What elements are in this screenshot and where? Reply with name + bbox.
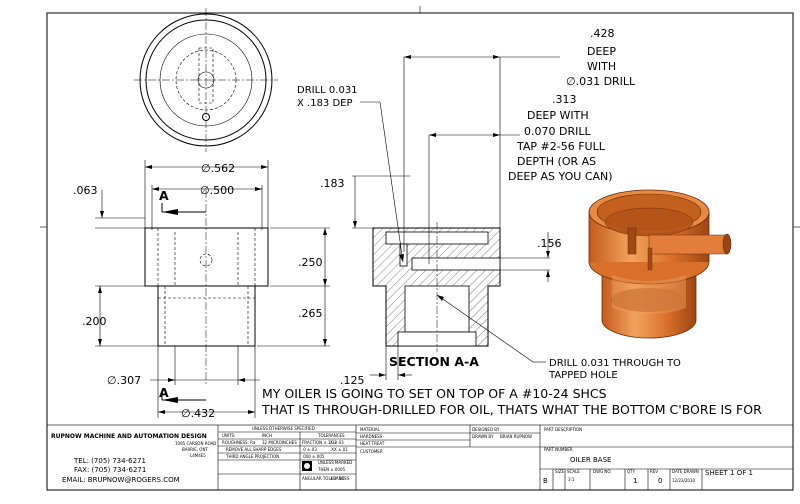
tb-drawnname: BRIAN RUPNOW — [500, 434, 532, 439]
dim-428-with: WITH — [587, 60, 616, 73]
tb-angular: ANGULAR TOLERANCES — [302, 476, 350, 481]
tb-tol-000: .000 ±.005 — [302, 454, 325, 459]
dim-313: .313 — [552, 93, 577, 106]
drill-through-note-2: TAPPED HOLE — [548, 370, 618, 381]
tb-tol-xx: .XX ±.01 — [330, 447, 348, 452]
section-view — [372, 222, 501, 352]
section-label-bottom: A — [159, 385, 169, 400]
drill-top-note-2: X .183 DEP — [297, 98, 353, 109]
tb-dwg-lbl: DWG NO. — [593, 469, 612, 474]
dim-dia-500: ∅.500 — [200, 184, 234, 197]
company-addr-2: BARRIE, ONT. — [182, 447, 209, 452]
tb-tol-0: .0 ±.03 — [302, 447, 317, 452]
dim-dia-562: ∅.562 — [201, 162, 235, 175]
section-arrows: A A — [159, 188, 206, 403]
tb-microinches: 32 MICROINCHES — [262, 440, 297, 445]
tb-date-lbl: DATE DRAWN — [672, 469, 699, 474]
company-addr-3: L4M4E5 — [190, 453, 206, 458]
tb-tol-x: X ±.03 — [330, 440, 344, 445]
tb-material: MATERIAL — [360, 427, 381, 432]
tb-partnumber: PART NUMBER — [544, 447, 573, 452]
company-addr-1: 1095 CARSON ROAD — [175, 441, 216, 446]
tb-roughness: ROUGHNESS: Ra — [222, 440, 256, 445]
tb-fraction: FRACTION ± 1/32 — [302, 440, 337, 445]
tb-rev: 0 — [658, 477, 662, 485]
company-fax: FAX: (705) 734-6271 — [74, 466, 146, 474]
tb-date: 12/23/2010 — [672, 478, 696, 483]
dim-265: .265 — [298, 307, 323, 320]
drill-top-note-1: DRILL 0.031 — [297, 85, 358, 96]
dim-200: .200 — [82, 315, 107, 328]
front-view — [144, 190, 269, 385]
dim-313-tap: TAP #2-56 FULL — [516, 140, 606, 153]
dim-dia-432: ∅.432 — [181, 407, 215, 420]
dim-313-deepwith: DEEP WITH — [527, 109, 589, 122]
dim-156: .156 — [537, 237, 562, 250]
dim-063: .063 — [73, 184, 98, 197]
tb-designed: DESIGNED BY — [472, 427, 500, 432]
dim-428-drill: ∅.031 DRILL — [566, 75, 636, 88]
tb-unless: UNLESS OTHERWISE SPECIFIED — [252, 426, 315, 431]
dim-313-drill: 0.070 DRILL — [524, 125, 591, 138]
company-name: RUPNOW MACHINE AND AUTOMATION DESIGN — [51, 433, 207, 440]
front-dimensions: ∅.562 ∅.500 .063 .200 .250 .265 ∅.3 — [73, 160, 330, 420]
top-view — [134, 8, 278, 152]
dim-183: .183 — [320, 177, 345, 190]
dim-428: .428 — [590, 27, 615, 40]
company-tel: TEL: (705) 734-6271 — [73, 457, 146, 465]
tb-qty-lbl: QTY — [627, 469, 636, 474]
tb-scale-lbl: SCALE — [567, 469, 580, 474]
tb-size-lbl: SIZE — [555, 469, 564, 474]
tb-unlessmarked: UNLESS MARKED — [318, 460, 352, 465]
tb-then: THEN ±.0005 — [317, 467, 346, 472]
tb-remove: REMOVE ALL SHARP EDGES — [226, 447, 282, 452]
section-dimensions: .428 DEEP WITH ∅.031 DRILL .313 DEEP WIT… — [297, 27, 681, 387]
tb-drawnby: DRAWN BY — [472, 434, 494, 439]
isometric-part-image — [588, 189, 732, 339]
tb-thirdangle: THIRD ANGLE PROJECTION — [225, 454, 279, 459]
dim-428-deep: DEEP — [587, 45, 616, 58]
dim-125: .125 — [340, 374, 365, 387]
tb-sheet: SHEET 1 OF 1 — [705, 469, 753, 477]
dim-250: .250 — [298, 256, 323, 269]
tb-inch: INCH — [262, 433, 272, 438]
tb-angular-val: ±0° 30' — [330, 476, 345, 481]
note-line-2: THAT IS THROUGH-DRILLED FOR OIL, THATS W… — [261, 402, 762, 417]
note-line-1: MY OILER IS GOING TO SET ON TOP OF A #10… — [262, 386, 607, 401]
dim-313-depth: DEPTH (OR AS — [517, 155, 596, 168]
title-block: RUPNOW MACHINE AND AUTOMATION DESIGN 109… — [46, 424, 794, 491]
drill-through-note-1: DRILL 0.031 THROUGH TO — [549, 358, 681, 369]
tb-size: B — [543, 477, 548, 485]
tb-rev-lbl: REV — [650, 469, 658, 474]
company-email: EMAIL: BRUPNOW@ROGERS.COM — [62, 476, 180, 484]
tb-partname: OILER BASE — [570, 456, 611, 464]
tb-heattreat: HEAT TREAT — [360, 441, 385, 446]
tb-hardness: HARDNESS — [360, 434, 383, 439]
tb-qty: 1 — [633, 477, 637, 485]
tb-scale: 3:1 — [568, 477, 575, 482]
tb-partdesc: PART DESCRIPTION — [544, 427, 582, 432]
tb-tolerances: TOLERANCES — [317, 433, 345, 438]
tb-units: UNITS: — [222, 433, 235, 438]
section-label-top: A — [159, 188, 169, 203]
tb-customer: CUSTOMER — [360, 449, 383, 454]
dim-313-deepas: DEEP AS YOU CAN) — [508, 170, 613, 183]
section-title: SECTION A-A — [389, 354, 479, 369]
dim-dia-307: ∅.307 — [107, 374, 141, 387]
